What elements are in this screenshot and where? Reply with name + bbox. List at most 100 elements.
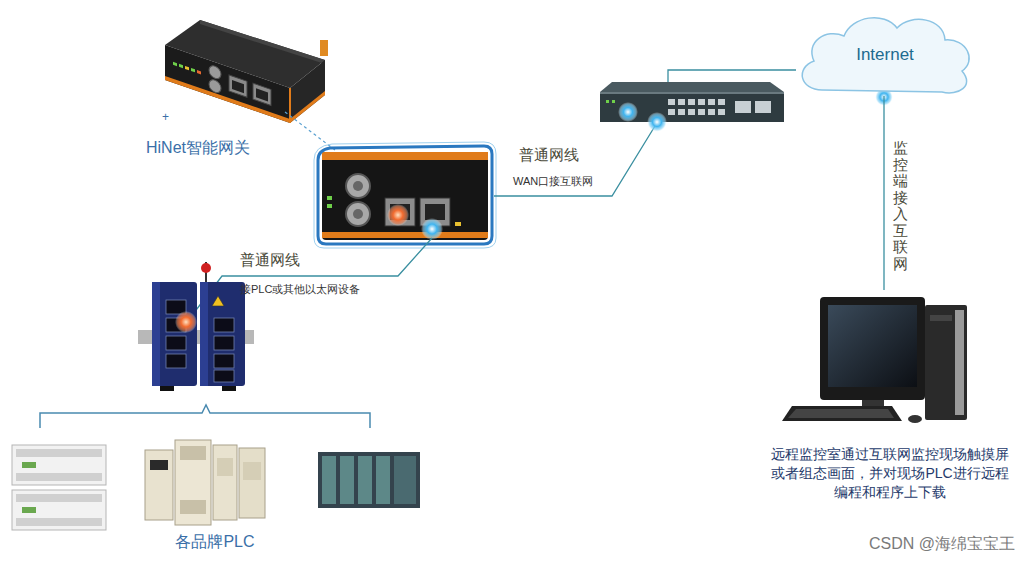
gateway-closeup [318,146,492,244]
industrial-switch [152,282,197,386]
gateway-closeup [421,218,443,240]
network-switch [755,101,771,113]
gateway-device [290,60,325,123]
gateway-closeup [455,222,461,226]
plc-device [217,458,233,476]
cloud-outline [802,18,969,93]
node-text: 远程监控室通过互联网监控现场触摸屏 或者组态画面，并对现场PLC进行远程 编程和… [767,445,1013,502]
gateway-device [229,75,247,97]
gateway-device [320,40,328,56]
network-switch [688,109,695,115]
computer [820,297,925,400]
node-text: Internet [856,45,914,65]
gateway-device [185,66,189,70]
watermark: CSDN @海绵宝宝王 [869,534,1015,555]
marker-symbol: + [162,110,169,124]
plc-device [12,445,106,530]
plc-device [239,448,265,518]
computer [782,406,902,421]
industrial-switch [214,354,234,368]
industrial-switch [212,296,224,306]
gateway-closeup [322,232,488,238]
plc-device [340,456,354,504]
network-switch [678,109,685,115]
network-switch [708,109,715,115]
plc-device [376,456,390,504]
network-switch [600,82,784,132]
plc-device [180,446,206,460]
gateway-label: HiNet智能网关 [142,136,254,161]
network-switch [668,99,675,105]
network-cable [494,126,655,196]
gateway-device [165,76,290,123]
industrial-switch [214,336,234,350]
plc-device [22,507,36,513]
computer [828,305,917,387]
plc-device [22,462,36,468]
network-cable [190,70,796,318]
computer [955,310,964,415]
gateway-closeup [327,204,332,208]
industrial-switch [200,282,208,386]
industrial-switch [175,311,197,333]
network-switch [688,99,695,105]
network-switch [600,92,784,94]
network-switch [600,92,784,122]
industrial-switch [200,282,245,386]
plc-device [322,456,336,504]
plc-device [145,440,265,525]
gateway-device [191,68,195,72]
network-switch [668,109,675,115]
computer [782,297,967,423]
industrial-switch [166,336,186,350]
gateway-closeup [353,209,363,219]
network-switch [612,100,615,103]
gateway-device [173,62,177,66]
gateway-closeup [346,174,370,198]
gateway-closeup [385,198,415,226]
plc-device [394,456,416,504]
gateway-closeup [314,142,496,248]
gateway-device [200,20,325,64]
plc-group: 各品牌PLC [5,430,425,553]
gateway-closeup [322,152,488,240]
computer [930,315,952,321]
gateway-device [253,83,271,105]
industrial-switch [201,263,211,273]
link-label: 监控端接入互联网 [893,140,908,272]
gateway-closeup [327,196,332,200]
network-switch [647,112,667,132]
gateway-device [209,64,221,80]
network-link [883,96,884,290]
cable-note: 接PLC或其他以太网设备 [240,282,360,297]
cable-note: WAN口接互联网 [513,174,593,189]
industrial-switch [166,300,234,382]
network-switch [606,100,609,103]
gateway-closeup [314,142,496,248]
network-switch [718,99,725,105]
industrial-switch [214,318,234,332]
plc-device [16,494,102,502]
plc-device [12,490,106,530]
gateway-device [209,78,221,94]
node-text: HiNet智能网关 [146,138,250,159]
cable-label: 普通网线 [519,146,579,165]
industrial-switch [214,370,234,382]
plc-device [150,460,168,470]
group-bracket [40,405,370,428]
gateway-device [290,91,325,123]
network-switch [668,99,771,115]
plc-device [12,445,106,485]
gateway-closeup [353,181,363,191]
gateway-device [289,88,291,123]
network-switch [600,82,784,92]
monitor-station: 远程监控室通过互联网监控现场触摸屏 或者组态画面，并对现场PLC进行远程 编程和… [767,290,1013,502]
industrial-switch [222,386,236,391]
gateway-device [232,80,244,93]
plc-device [358,456,372,504]
network-switch [698,109,705,115]
network-switch [678,99,685,105]
gateway-closeup [346,202,370,226]
industrial-switch [138,262,254,391]
